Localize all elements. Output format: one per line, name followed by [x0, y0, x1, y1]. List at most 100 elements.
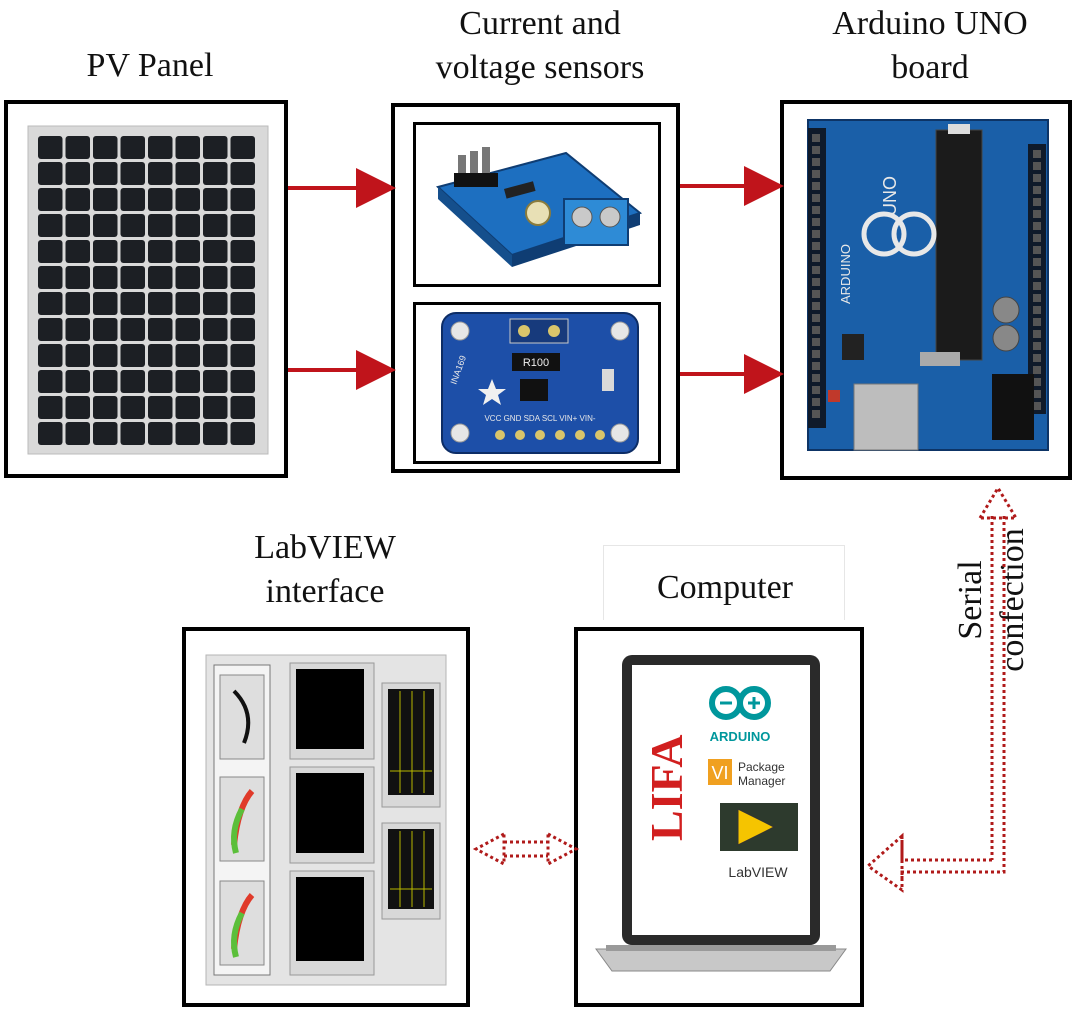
labview-title-line2: interface	[265, 573, 385, 610]
header-pin	[812, 242, 820, 250]
header-pin	[1033, 258, 1041, 266]
pv-cell	[93, 240, 118, 263]
header-pin	[1033, 366, 1041, 374]
pv-cell	[38, 396, 63, 419]
pv-cell	[93, 188, 118, 211]
pv-cell	[120, 422, 145, 445]
package-manager-line2: Manager	[738, 774, 785, 788]
pv-cell	[230, 188, 255, 211]
labview-interface-image	[205, 654, 447, 986]
pv-cell	[38, 162, 63, 185]
pv-cell	[65, 214, 90, 237]
pv-cell	[38, 214, 63, 237]
pv-cell	[65, 396, 90, 419]
header-pin	[812, 350, 820, 358]
pv-cell	[93, 318, 118, 341]
voltage-sensor-image	[435, 147, 643, 267]
arduino-title-line1: Arduino UNO	[832, 5, 1028, 42]
pv-cell	[175, 162, 200, 185]
pv-cell	[65, 318, 90, 341]
header-pin	[812, 254, 820, 262]
pv-cell	[148, 396, 173, 419]
pv-cell	[65, 370, 90, 393]
pv-cell	[203, 162, 228, 185]
header-pin	[812, 266, 820, 274]
pv-cell	[120, 292, 145, 315]
pv-cell	[120, 396, 145, 419]
pv-cell	[120, 136, 145, 159]
pv-cell	[203, 266, 228, 289]
pv-cell	[175, 370, 200, 393]
pv-panel-image	[27, 125, 269, 455]
sensor-pins-label: VCC GND SDA SCL VIN+ VIN-	[484, 414, 595, 423]
header-pin	[1033, 354, 1041, 362]
pv-panel-title: PV Panel	[86, 47, 214, 84]
header-pin	[812, 290, 820, 298]
arduino-board-image: UNO ARDUINO	[807, 119, 1049, 451]
sensors-box: R100 INA169 VCC GND SDA SCL VIN+ VIN-	[391, 103, 680, 473]
header-pin	[812, 278, 820, 286]
pv-cell	[120, 370, 145, 393]
header-pin	[812, 410, 820, 418]
sensors-title-line1: Current and	[459, 5, 621, 42]
pv-cell	[93, 344, 118, 367]
pv-cell	[65, 136, 90, 159]
pv-cell	[65, 344, 90, 367]
pv-cell	[148, 422, 173, 445]
pv-cell	[38, 292, 63, 315]
header-pin	[1033, 222, 1041, 230]
pv-cell	[38, 422, 63, 445]
resistor-label: R100	[523, 357, 549, 369]
header-pin	[812, 362, 820, 370]
pv-cell	[65, 422, 90, 445]
pv-cell	[93, 422, 118, 445]
pv-cell	[148, 344, 173, 367]
pv-cell	[38, 188, 63, 211]
pv-cell	[120, 240, 145, 263]
pv-cell	[148, 136, 173, 159]
pv-cell	[38, 266, 63, 289]
pv-cell	[65, 266, 90, 289]
pv-cell	[175, 214, 200, 237]
pv-cell	[148, 188, 173, 211]
pv-cell	[230, 318, 255, 341]
pv-cell	[230, 396, 255, 419]
pv-cell	[120, 344, 145, 367]
header-pin	[812, 338, 820, 346]
current-sensor-image: R100 INA169 VCC GND SDA SCL VIN+ VIN-	[441, 312, 639, 454]
header-pin	[812, 374, 820, 382]
labview-title-line1: LabVIEW	[254, 529, 396, 566]
arduino-box: UNO ARDUINO	[780, 100, 1072, 480]
pv-cell	[230, 344, 255, 367]
header-pin	[812, 170, 820, 178]
header-pin	[1033, 150, 1041, 158]
pv-cell	[230, 162, 255, 185]
pv-cell	[203, 240, 228, 263]
serial-label: Serial confection	[950, 470, 1050, 730]
pv-cell	[203, 370, 228, 393]
vi-badge: VI	[711, 763, 728, 783]
pv-cell	[175, 292, 200, 315]
header-pin	[1033, 390, 1041, 398]
pv-cell	[230, 292, 255, 315]
current-sensor-frame: R100 INA169 VCC GND SDA SCL VIN+ VIN-	[413, 302, 661, 464]
pv-cell	[65, 162, 90, 185]
header-pin	[812, 158, 820, 166]
lifa-logo: LIFA	[641, 735, 692, 842]
pv-cell	[65, 292, 90, 315]
laptop-image: ARDUINO LIFA VI Package Manager LabVIEW	[595, 655, 847, 972]
pv-cell	[230, 266, 255, 289]
pv-cell	[175, 136, 200, 159]
pv-cell	[93, 162, 118, 185]
header-pin	[1033, 246, 1041, 254]
pv-cell	[175, 422, 200, 445]
header-pin	[1033, 198, 1041, 206]
pv-cell	[175, 188, 200, 211]
pv-cell	[148, 162, 173, 185]
header-pin	[1033, 294, 1041, 302]
pv-cell	[230, 370, 255, 393]
pv-cell	[93, 266, 118, 289]
pv-cell	[203, 318, 228, 341]
header-pin	[1033, 162, 1041, 170]
